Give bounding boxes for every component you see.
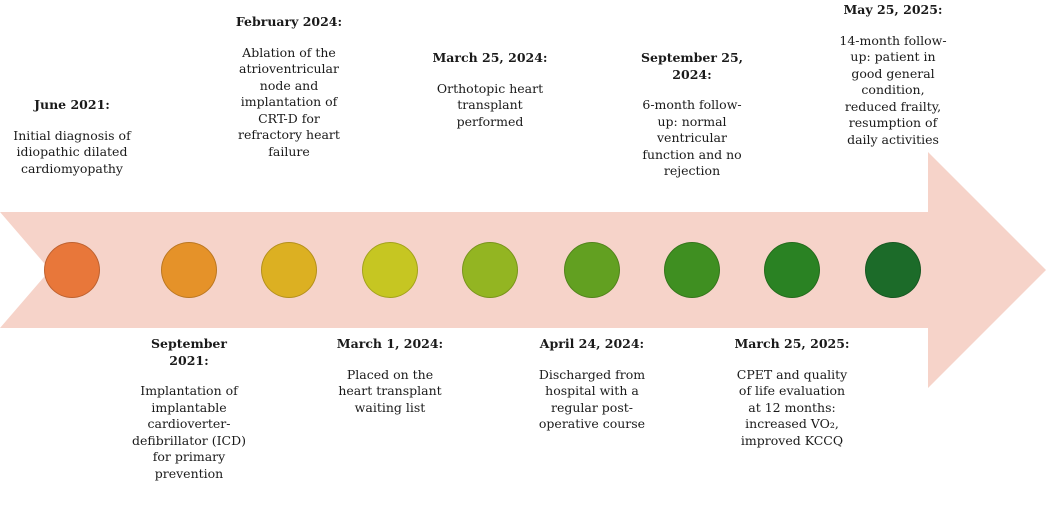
event-description: Ablation of the atrioventricular node an… — [238, 44, 340, 159]
event-date: March 1, 2024: — [336, 336, 444, 351]
timeline-node — [44, 242, 100, 298]
timeline-event: March 25, 2024: Orthotopic heart transpla… — [431, 50, 549, 130]
timeline-node — [161, 242, 217, 298]
event-date: March 25, 2025: — [734, 336, 850, 351]
timeline-arrow-shape — [0, 152, 1046, 388]
event-date: September 25, 2024: — [640, 50, 744, 82]
timeline-node — [462, 242, 518, 298]
timeline-event: May 25, 2025: 14-month follow-up: patient… — [834, 2, 952, 148]
event-date: April 24, 2024: — [539, 336, 645, 351]
event-date: September 2021: — [151, 336, 227, 368]
event-date: June 2021: — [34, 97, 110, 112]
timeline-event: February 2024: Ablation of the atrioventr… — [230, 14, 348, 160]
event-description: Placed on the heart transplant waiting l… — [338, 366, 442, 415]
timeline-event: September 25, 2024: 6-month follow-up: no… — [633, 50, 751, 180]
timeline-node — [664, 242, 720, 298]
event-description: Implantation of implantable cardioverter… — [132, 383, 246, 481]
event-date: May 25, 2025: — [843, 2, 943, 17]
timeline-event: June 2021: Initial diagnosis of idiopathi… — [2, 97, 142, 177]
event-description: 14-month follow-up: patient in good gene… — [839, 32, 947, 147]
timeline-node — [865, 242, 921, 298]
event-description: 6-month follow-up: normal ventricular fu… — [642, 97, 742, 178]
timeline-event: April 24, 2024: Discharged from hospital … — [533, 336, 651, 433]
timeline-node — [362, 242, 418, 298]
event-description: Orthotopic heart transplant performed — [436, 80, 544, 129]
timeline-node — [564, 242, 620, 298]
timeline-event: September 2021: Implantation of implantab… — [130, 336, 248, 482]
event-description: Initial diagnosis of idiopathic dilated … — [13, 127, 131, 176]
event-description: Discharged from hospital with a regular … — [538, 366, 646, 432]
event-date: March 25, 2024: — [432, 50, 548, 65]
timeline-node — [261, 242, 317, 298]
event-date: February 2024: — [235, 14, 343, 29]
event-description: CPET and quality of life evaluation at 1… — [736, 366, 848, 448]
timeline-event: March 25, 2025: CPET and quality of life … — [733, 336, 851, 449]
timeline-event: March 1, 2024: Placed on the heart transp… — [331, 336, 449, 416]
timeline-node — [764, 242, 820, 298]
